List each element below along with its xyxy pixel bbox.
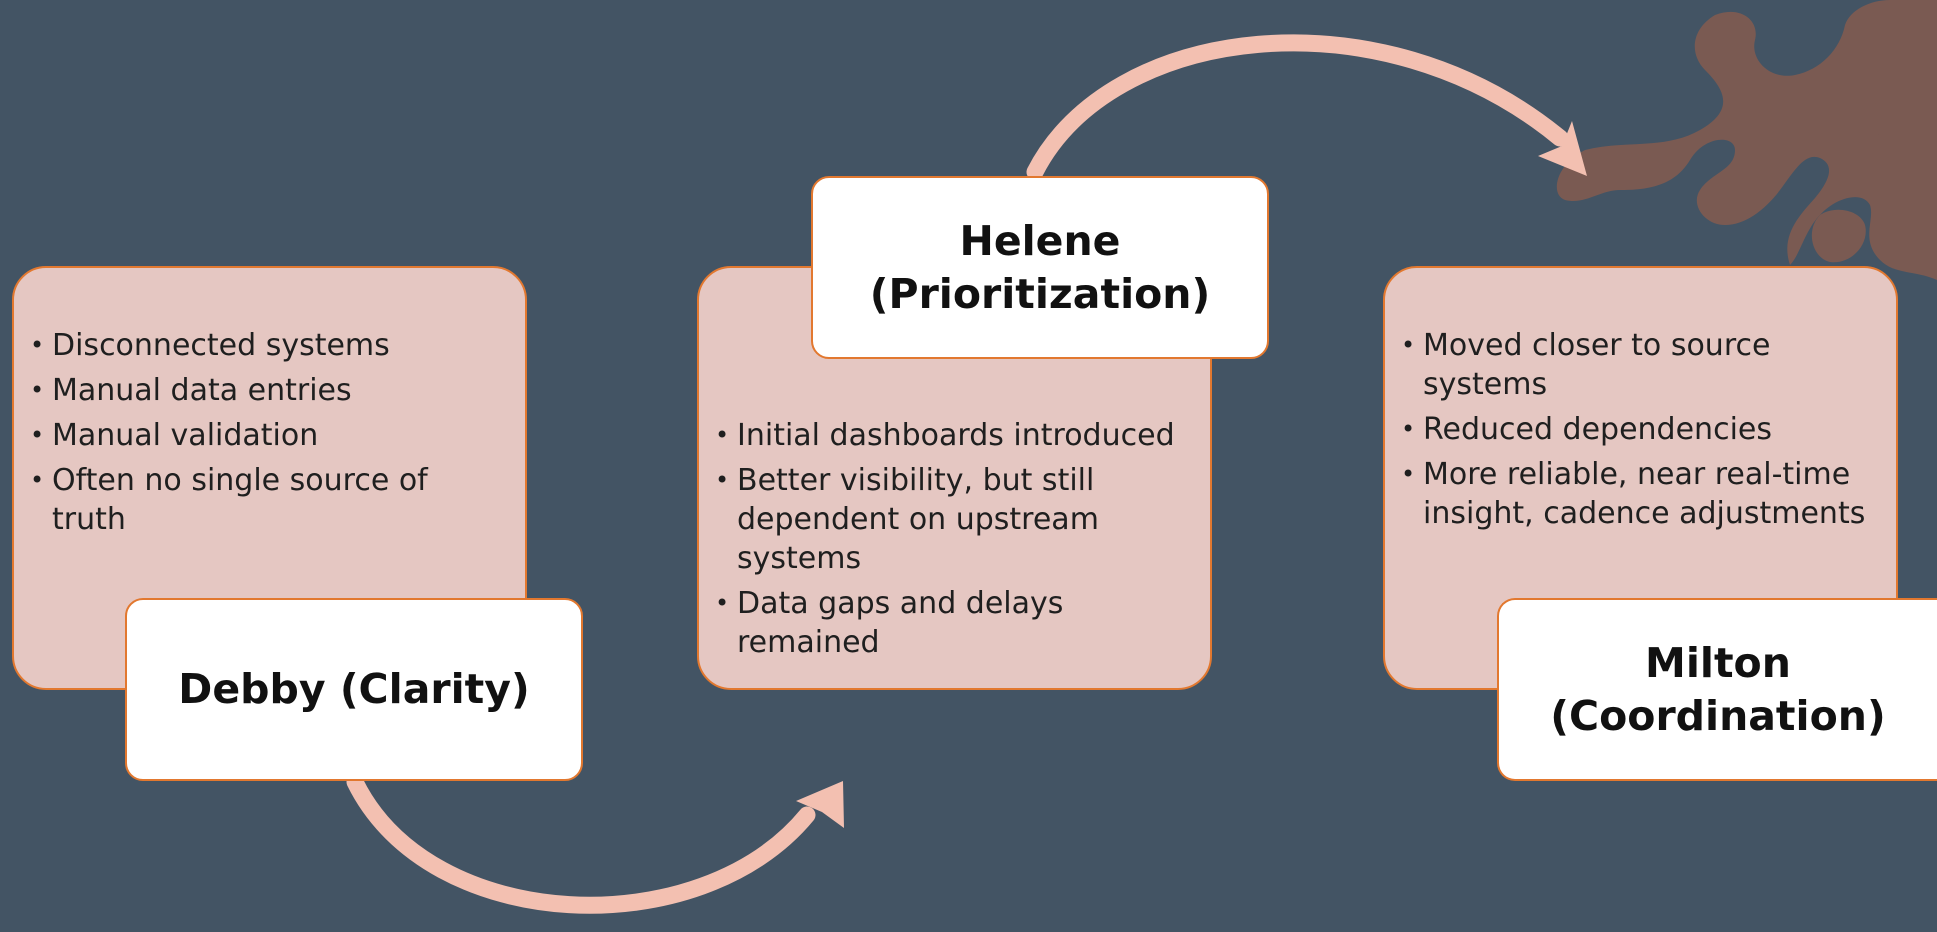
top-connector-arrow [1026,34,1587,181]
stage-milton-bullet: Reduced dependencies [1399,410,1878,449]
stage-debby-title: Debby (Clarity) [125,598,583,781]
stage-milton-bullet: More reliable, near real-time insight, c… [1399,455,1878,533]
stage-helene-title: Helene (Prioritization) [811,176,1269,359]
stage-debby-bullet: Manual validation [28,416,507,455]
bottom-connector-arrow [346,773,844,914]
stage-debby-bullet: Disconnected systems [28,326,507,365]
stage-milton-bullet-list: Moved closer to source systems Reduced d… [1399,326,1878,533]
stage-milton-bullet: Moved closer to source systems [1399,326,1878,404]
stage-helene-details-box: Initial dashboards introduced Better vis… [697,266,1212,690]
stage-helene-bullet: Data gaps and delays remained [713,584,1192,662]
stage-helene-bullet-list: Initial dashboards introduced Better vis… [713,416,1192,662]
stage-milton-title: Milton (Coordination) [1497,598,1937,781]
stage-debby-bullet: Often no single source of truth [28,461,507,539]
stage-helene-bullet: Initial dashboards introduced [713,416,1192,455]
stage-helene-bullet: Better visibility, but still dependent o… [713,461,1192,578]
stage-debby-bullet-list: Disconnected systems Manual data entries… [28,326,507,539]
decorative-branch-shape [1556,0,1937,280]
stage-debby-bullet: Manual data entries [28,371,507,410]
